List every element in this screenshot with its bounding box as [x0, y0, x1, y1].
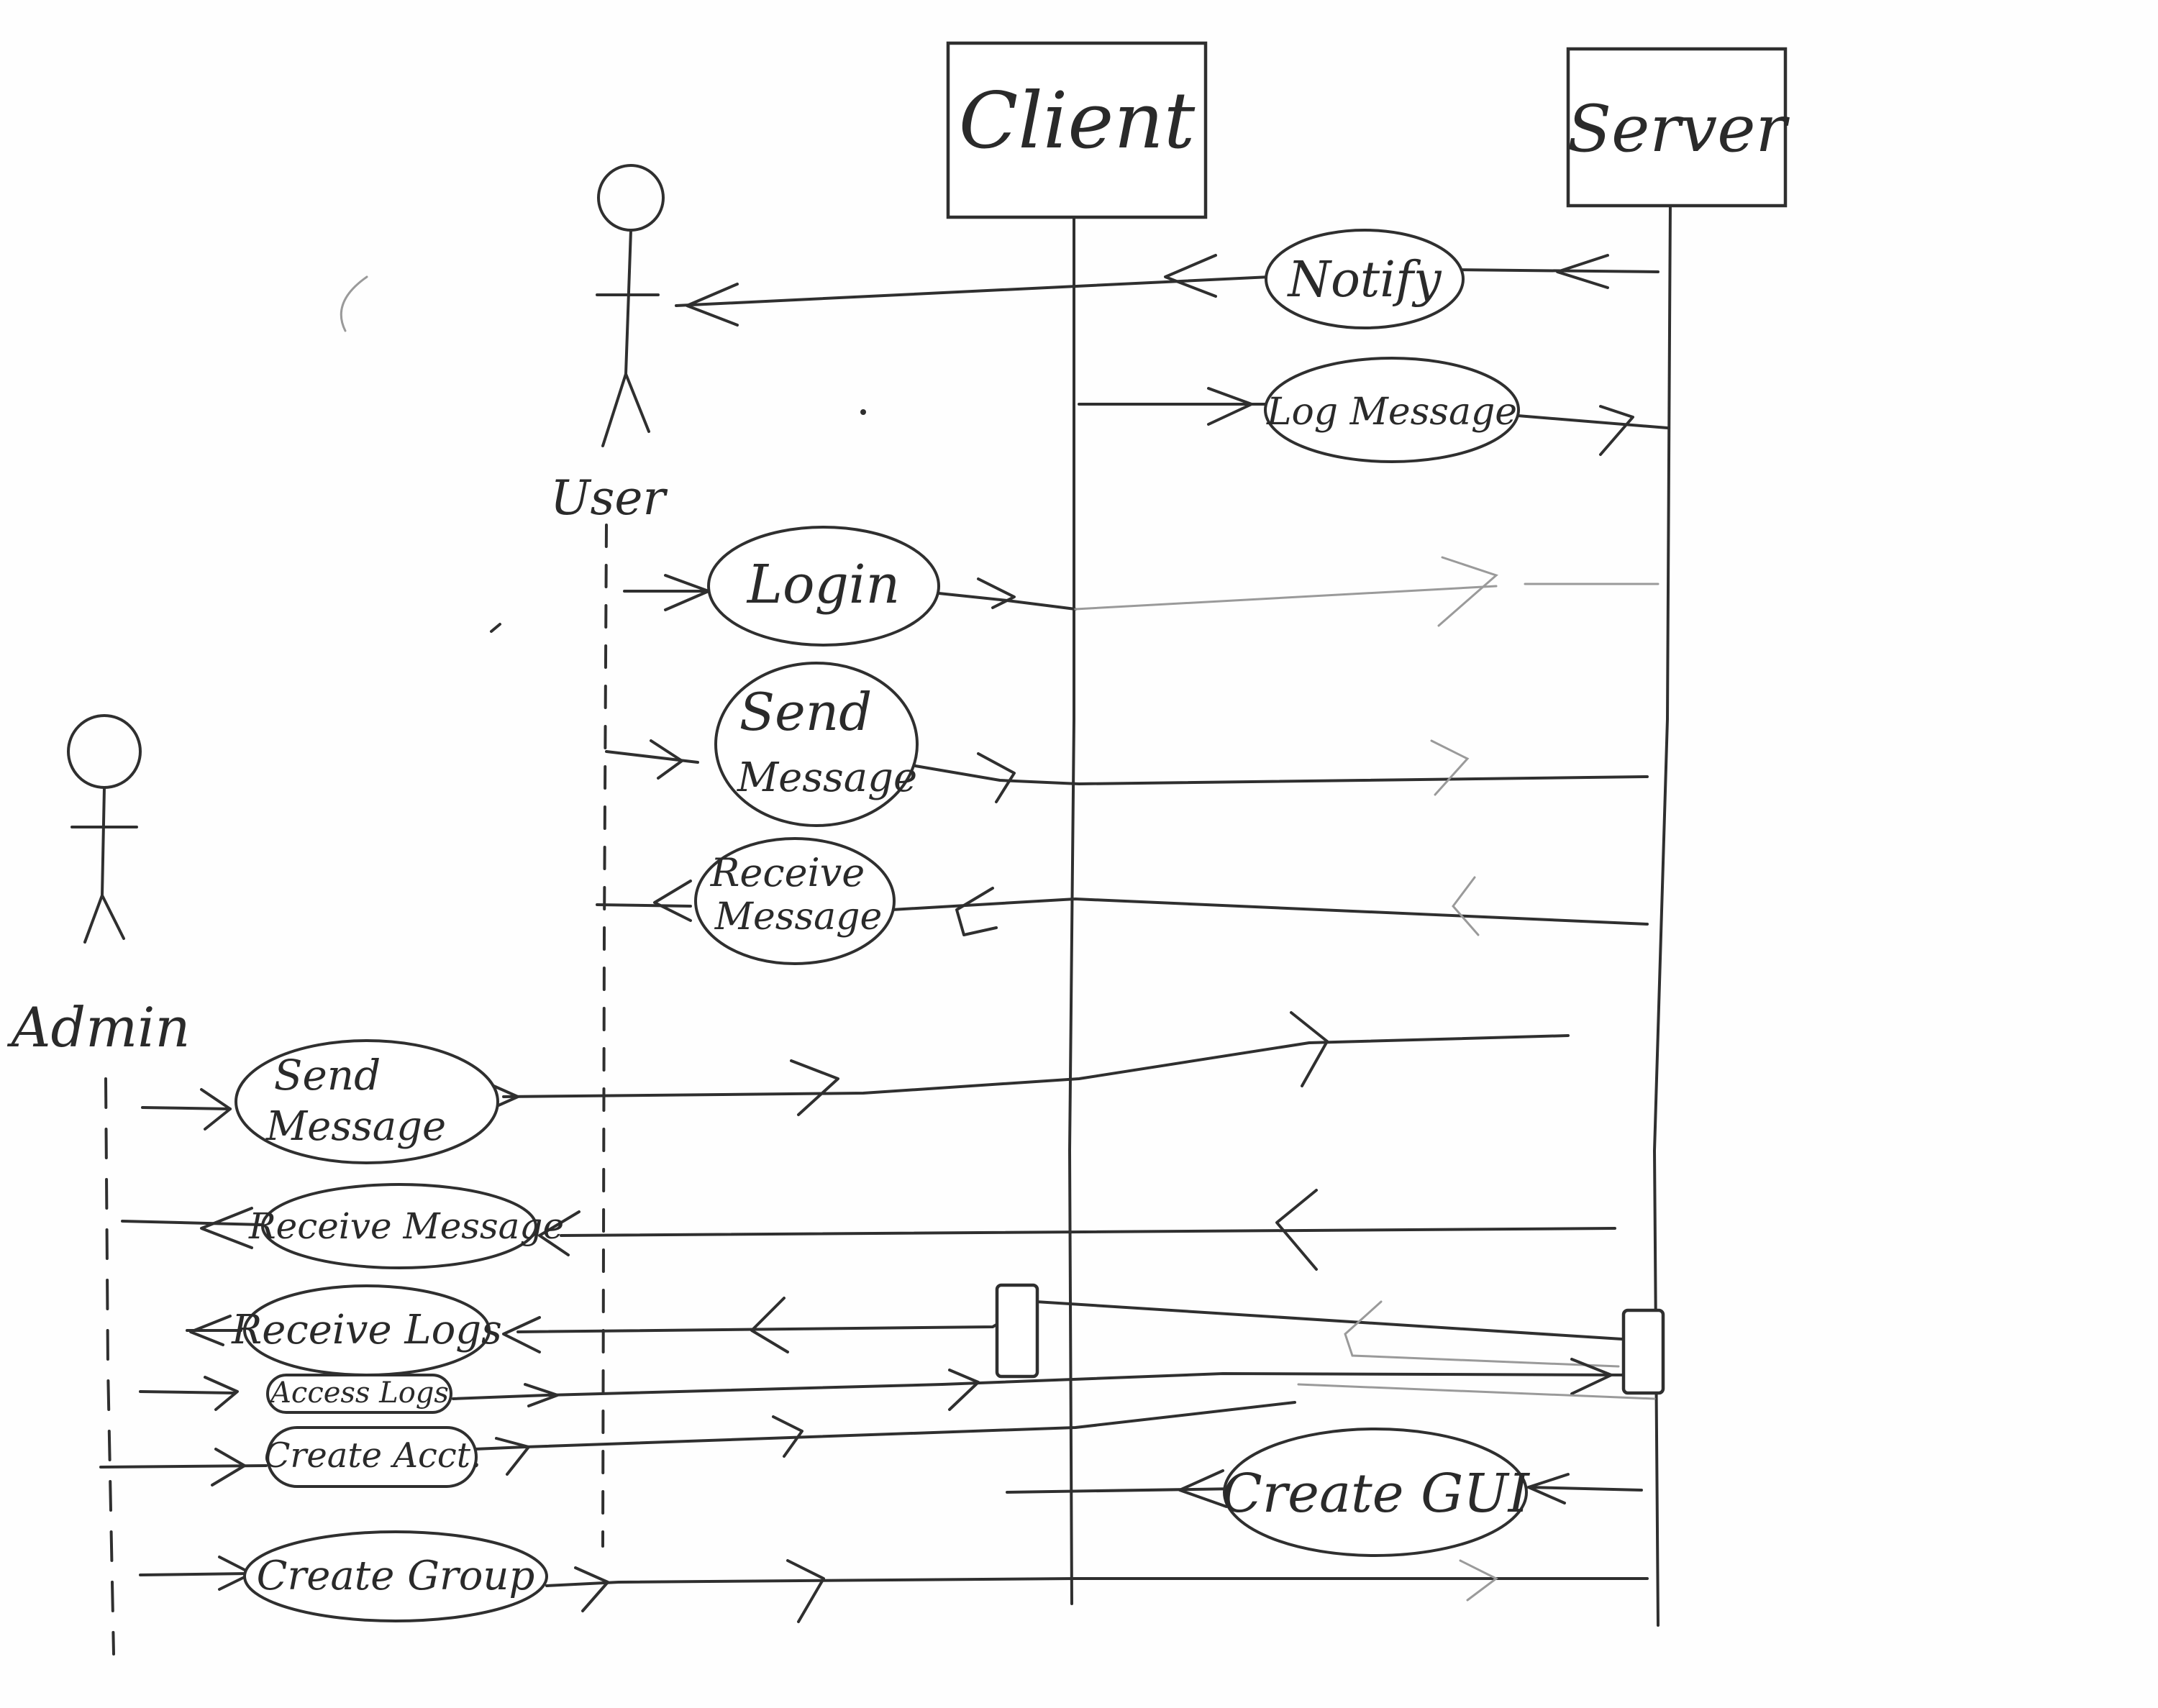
send-message-message: Send Message: [605, 662, 1649, 827]
client-activation-box: [995, 1283, 1039, 1379]
log-message-message: Log Message: [1078, 357, 1669, 463]
create-group-label: Create Group: [257, 1553, 535, 1599]
notify-label: Notify: [1286, 252, 1442, 309]
create-gui-message: Create GUI: [1006, 1428, 1643, 1557]
admin-receive-message-message: Receive Message: [121, 1183, 1616, 1271]
server-activation-box: [1621, 1308, 1665, 1395]
send-message-label-2: Message: [737, 754, 917, 801]
access-logs-message: Access Logs: [139, 1358, 1656, 1414]
admin-actor-icon: [67, 714, 142, 944]
receive-message-message: Receive Message: [596, 837, 1649, 965]
receive-message-label-1: Receive: [710, 850, 865, 895]
receive-message-label-2: Message: [714, 895, 882, 939]
create-group-message: Create Group: [139, 1530, 1649, 1623]
create-acct-message: Create Acct.: [99, 1401, 1296, 1488]
server-lifeline: [1653, 200, 1672, 1627]
stray-mark: [490, 623, 501, 633]
client-lifeline: [1068, 214, 1075, 1605]
admin-send-message-message: Send Message: [141, 1011, 1570, 1164]
create-gui-label: Create GUI: [1221, 1463, 1530, 1525]
admin-lifeline: [104, 1077, 115, 1656]
send-message-label-1: Send: [739, 682, 872, 742]
log-message-label: Log Message: [1266, 391, 1517, 434]
admin-receive-message-label: Receive Message: [248, 1205, 564, 1247]
client-head: Client: [946, 41, 1208, 219]
admin-send-message-label-2: Message: [265, 1103, 446, 1150]
admin-send-message-label-1: Send: [274, 1051, 381, 1100]
login-label: Login: [746, 554, 900, 616]
stray-dot: [860, 409, 866, 415]
user-actor-icon: [596, 164, 665, 447]
notify-message: Notify: [675, 229, 1660, 329]
receive-logs-message: Receive Logs: [186, 1284, 1624, 1376]
create-acct-label: Create Acct.: [264, 1435, 482, 1476]
access-logs-label: Access Logs: [268, 1376, 449, 1410]
user-label: User: [550, 470, 668, 526]
client-label: Client: [959, 76, 1196, 166]
admin-label: Admin: [7, 995, 191, 1059]
login-message: Login: [623, 526, 1660, 647]
receive-logs-label: Receive Logs: [231, 1307, 502, 1353]
stray-mark: [340, 275, 368, 332]
server-head: Server: [1566, 47, 1790, 208]
server-label: Server: [1567, 91, 1790, 167]
user-lifeline: [601, 524, 608, 1548]
